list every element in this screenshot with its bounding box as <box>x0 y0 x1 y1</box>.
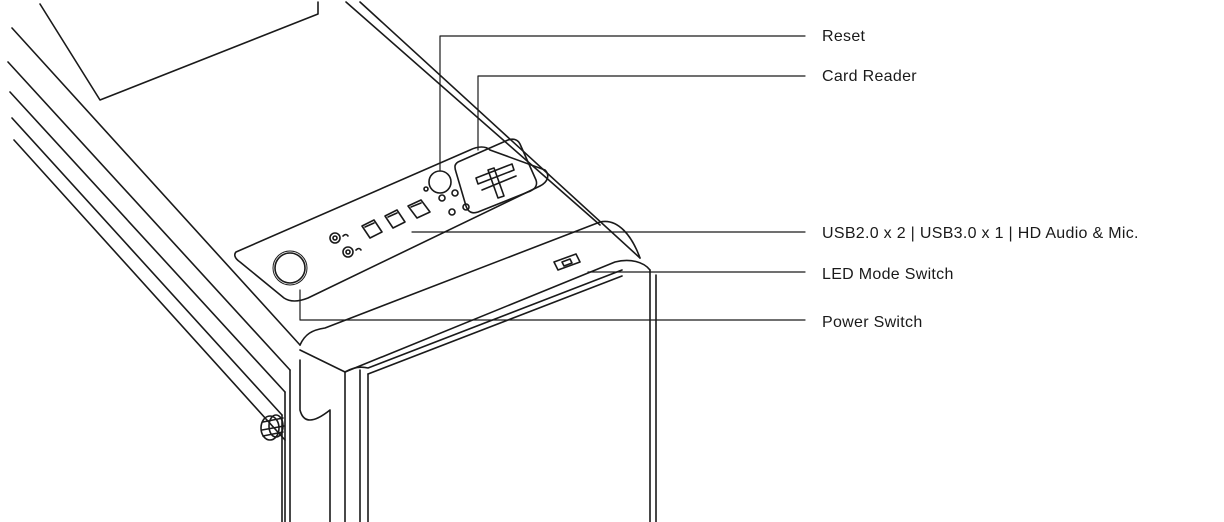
audio-jacks <box>329 232 362 258</box>
callout-card-reader: Card Reader <box>822 68 917 85</box>
usb-ports <box>361 199 431 239</box>
callout-usb-audio: USB2.0 x 2 | USB3.0 x 1 | HD Audio & Mic… <box>822 225 1139 242</box>
card-slot-sd <box>475 163 515 185</box>
front-bevel-4 <box>367 275 623 375</box>
case-left-edge-2 <box>7 61 291 371</box>
headphone-jack-icon <box>329 232 341 244</box>
callout-power-switch: Power Switch <box>822 314 923 331</box>
top-window-panel <box>39 1 319 101</box>
case-right-edge-inner <box>345 1 601 226</box>
leader-card-reader <box>477 75 806 151</box>
callout-led-mode-switch: LED Mode Switch <box>822 266 954 283</box>
front-bevel-outer <box>299 220 641 346</box>
leader-reset <box>439 35 806 171</box>
card-reader <box>454 138 538 214</box>
usb-port-3 <box>407 199 431 219</box>
case-left-edge-4 <box>11 117 283 416</box>
callout-leaders <box>299 35 806 321</box>
thumb-screw <box>260 414 285 441</box>
case-body <box>7 1 657 522</box>
case-left-edge-5 <box>13 139 286 441</box>
leader-power-switch <box>299 289 806 321</box>
case-right-edge <box>359 1 641 259</box>
io-panel <box>234 146 549 302</box>
usb-port-2 <box>384 209 406 229</box>
card-slot-micro <box>487 167 505 199</box>
power-button[interactable] <box>272 250 308 286</box>
front-bevel-3 <box>344 269 623 373</box>
reset-button[interactable] <box>428 170 452 194</box>
card-reader-bezel <box>454 138 538 214</box>
io-panel-outline <box>234 146 549 302</box>
mic-jack-icon <box>342 246 354 258</box>
callout-reset: Reset <box>822 28 866 45</box>
led-mode-switch[interactable] <box>553 253 581 271</box>
front-bevel-2 <box>299 259 651 373</box>
case-left-edge-outer <box>11 27 301 346</box>
usb-port-1 <box>361 219 383 239</box>
front-left-corner-2 <box>299 359 331 522</box>
case-left-edge-3 <box>9 91 286 393</box>
